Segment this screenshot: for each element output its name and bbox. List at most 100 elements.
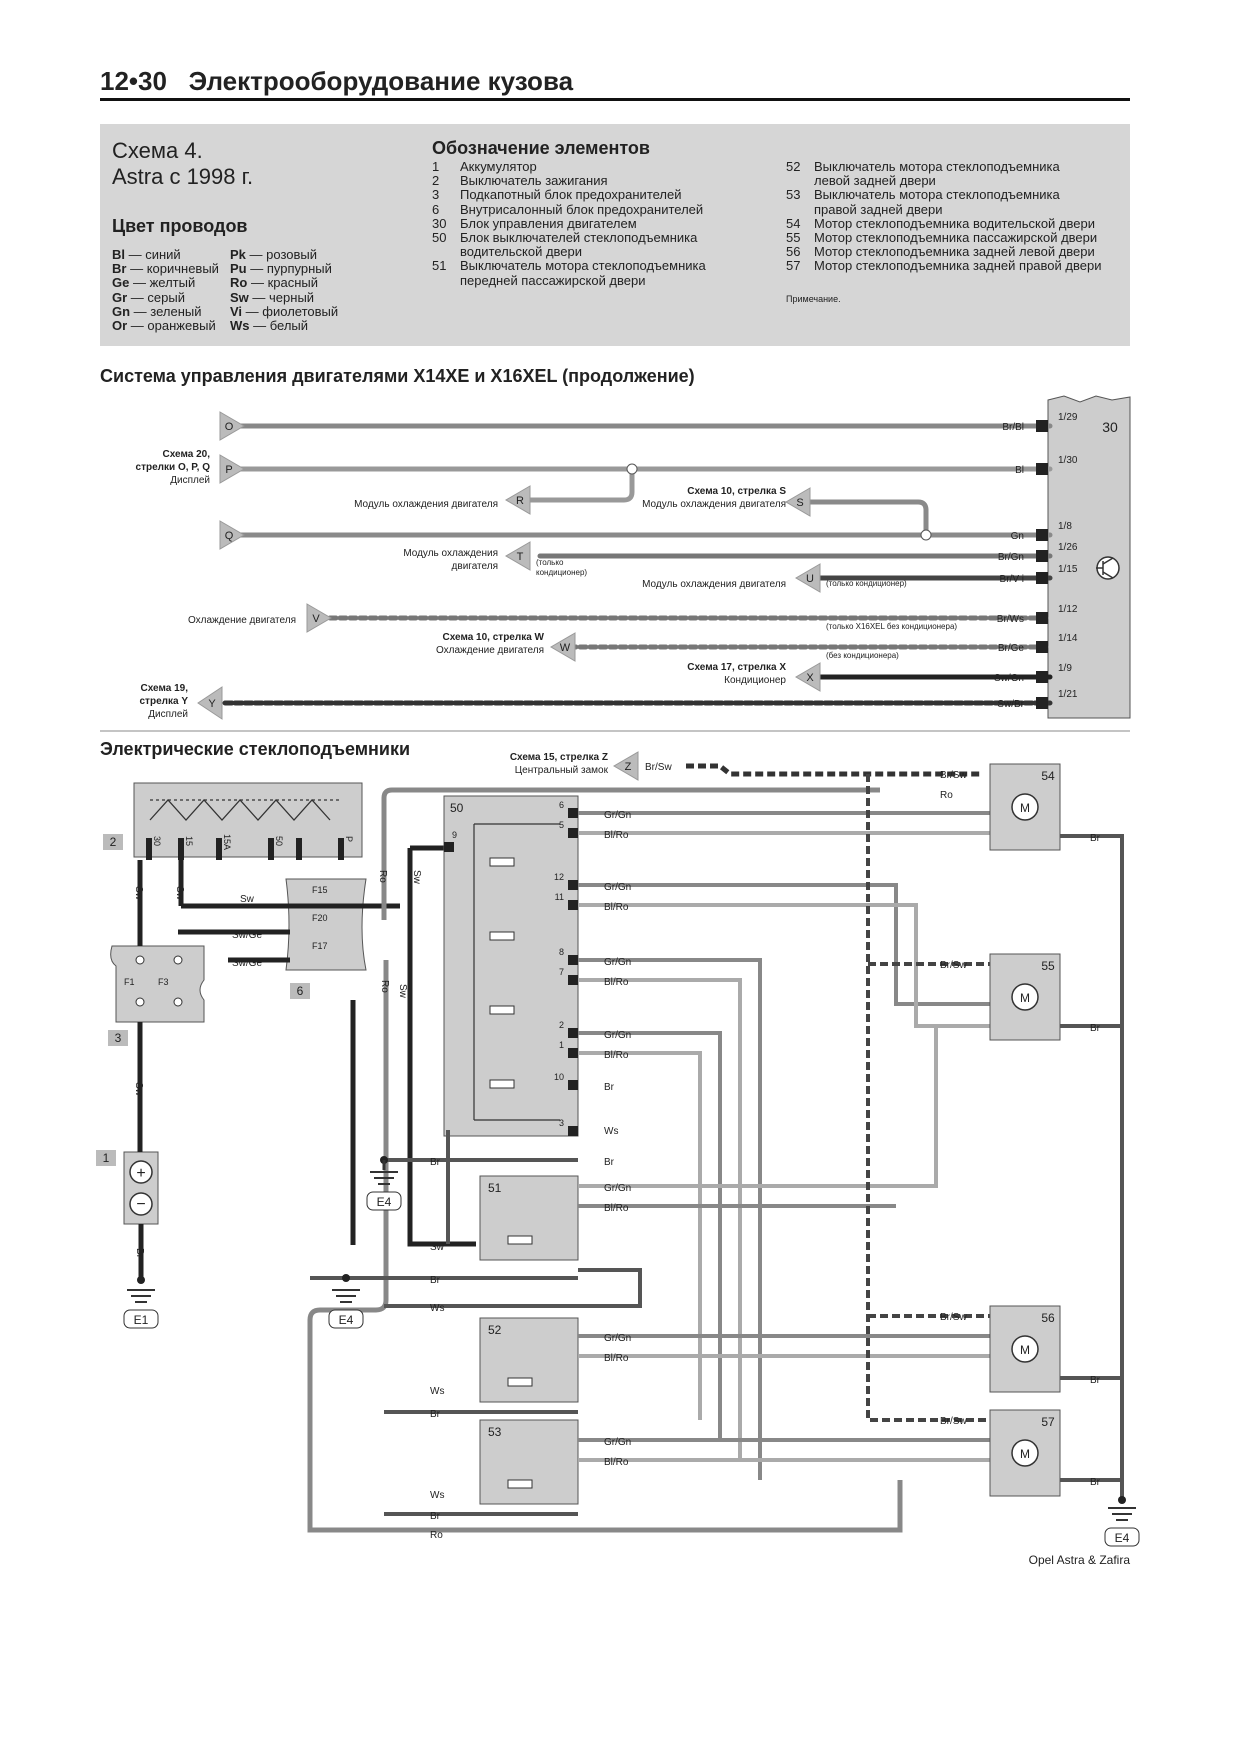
wire-code: Sw — [133, 1082, 144, 1097]
wire-color-item: Ge — желтый — [112, 275, 196, 291]
wire-code: Br — [430, 1157, 441, 1168]
element-item: левой задней двери — [814, 173, 936, 189]
terminal-label: 50 — [274, 836, 284, 846]
arrow-p-icon — [219, 454, 245, 484]
wire-code: Sw/Ge — [232, 958, 262, 969]
arrow-z-icon — [613, 751, 639, 781]
note-label: (только X16XEL без кондиционера) — [826, 622, 957, 631]
ground-label-box — [123, 1309, 159, 1329]
wire-colors-title: Цвет проводов — [112, 216, 248, 236]
wire-code: Ws — [604, 1126, 618, 1137]
desc-label: Модуль охлаждения двигателя — [642, 579, 786, 590]
elements-title: Обозначение элементов — [432, 138, 650, 158]
pin-label: 1/26 — [1058, 542, 1078, 553]
component-label: 52 — [488, 1323, 502, 1337]
wire-code: Br/Gn — [998, 552, 1024, 563]
wire-code: Br — [1090, 833, 1101, 844]
desc-label: Модуль охлаждения — [403, 548, 498, 559]
wire-code: Ws — [430, 1386, 444, 1397]
motor-57: M 57 — [989, 1409, 1061, 1497]
wire-code: Ro — [377, 870, 388, 883]
component-label: 54 — [1041, 769, 1055, 783]
wire-code: Sw — [411, 870, 422, 885]
wire-color-item: Ws — белый — [230, 318, 309, 334]
element-item: правой задней двери — [814, 201, 943, 217]
wire-code: Br — [1090, 1477, 1101, 1488]
ground-label: E4 — [339, 1313, 354, 1327]
wire-code: Bl/Ro — [604, 1050, 629, 1061]
terminal-label: P — [344, 836, 354, 842]
plus-icon — [129, 1160, 153, 1184]
arrow-label: R — [516, 495, 524, 507]
switch-52: 52 — [479, 1317, 579, 1403]
pin-label: 1/29 — [1058, 412, 1078, 423]
note-label: (только — [536, 558, 564, 567]
arrow-v-icon — [306, 603, 332, 633]
ref-label: Схема 10, стрелка W — [442, 632, 544, 643]
pin-label: 9 — [452, 830, 457, 840]
svg-text:M: M — [1020, 801, 1030, 815]
desc-label: Кондиционер — [724, 675, 786, 686]
pin-label: 1 — [559, 1040, 564, 1050]
scheme-subtitle: Astra с 1998 г. — [112, 164, 254, 189]
wire-code: Br/Sw — [645, 762, 672, 773]
element-item: водительской двери — [460, 244, 583, 260]
motor-icon — [1011, 1335, 1039, 1363]
component-label: 3 — [115, 1031, 122, 1045]
pin-label: 1/15 — [1058, 564, 1078, 575]
arrow-label: Q — [225, 530, 234, 542]
terminal-label: 15A — [222, 834, 232, 850]
wire-code: Sw/Ge — [232, 930, 262, 941]
power-wiring — [137, 845, 476, 1278]
arrow-s-icon — [785, 487, 811, 517]
component-label: 50 — [450, 801, 464, 815]
ignition-switch: 30 15 15A 50 P 2 — [103, 782, 363, 860]
component-label: 56 — [1041, 1311, 1055, 1325]
pin-label: 12 — [554, 872, 564, 882]
component-label: 2 — [110, 835, 117, 849]
wire-color-item: Vi — фиолетовый — [230, 303, 339, 319]
wire-code: Br — [1090, 1023, 1101, 1034]
fuse-label: F3 — [158, 977, 169, 987]
wire-code: Bl/Ro — [604, 1203, 629, 1214]
engine-arrows — [197, 411, 821, 720]
arrow-o-icon — [219, 411, 245, 441]
ground-label-box — [366, 1191, 402, 1211]
fuse-label: F20 — [312, 913, 328, 923]
wire-code: Bl — [1015, 465, 1024, 476]
wire-code: Gr/Gn — [604, 957, 631, 968]
ground-wires — [310, 1130, 642, 1516]
arrow-label: Y — [208, 698, 216, 710]
note-label: (только кондиционер) — [826, 579, 907, 588]
section2-title: Электрические стеклоподъемники — [100, 739, 411, 759]
component-label: 6 — [297, 984, 304, 998]
arrow-label: X — [806, 672, 814, 684]
element-item: передней пассажирской двери — [460, 272, 646, 288]
wire-code: Br — [1090, 1375, 1101, 1386]
pin-label: 3 — [559, 1118, 564, 1128]
ground-label-box — [328, 1309, 364, 1329]
wire-r — [527, 466, 635, 503]
minus-icon — [129, 1192, 153, 1216]
wire-code: Gn — [1011, 531, 1024, 542]
wire-colors-right: Pk — розовый Pu — пурпурный Ro — красный… — [230, 247, 339, 334]
wire-code: Sw — [133, 886, 144, 901]
switch-53: 53 — [479, 1419, 579, 1505]
arrow-label: Z — [625, 761, 632, 773]
scheme-title: Схема 4. — [112, 138, 203, 163]
arrow-x-icon — [795, 662, 821, 692]
wire-code: Gr/Gn — [604, 1030, 631, 1041]
terminal-label: 15 — [184, 836, 194, 846]
ground-e4-b: E4 — [328, 1274, 364, 1329]
header-rule — [100, 98, 1130, 101]
wire-code: Bl/Ro — [604, 1353, 629, 1364]
wire-code: Br/Ws — [997, 614, 1024, 625]
